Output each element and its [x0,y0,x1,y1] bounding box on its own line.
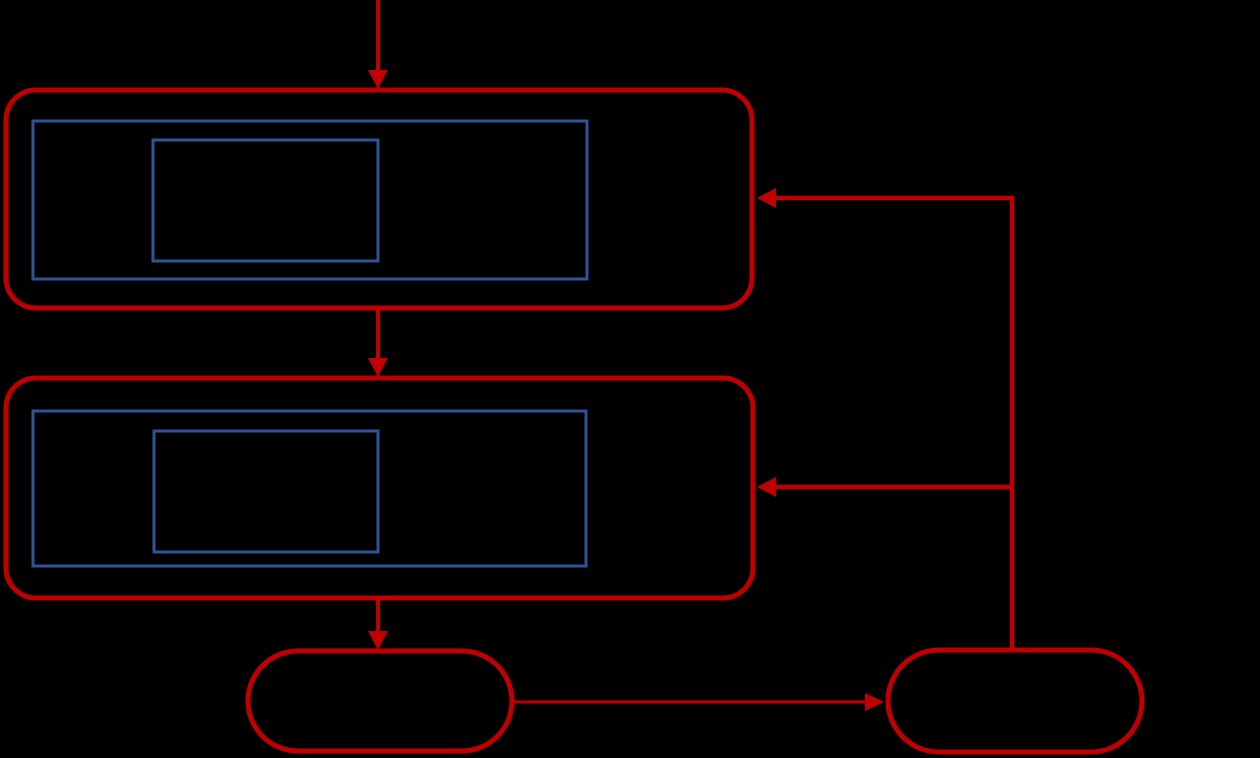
terminator-left [245,648,515,754]
feedback-to-box1-arrow-head-icon [757,188,776,208]
process-box-1 [3,87,755,311]
process-box-2 [3,375,756,601]
terminator-to-terminator-arrow-head-icon [865,693,884,711]
box2-to-terminator-arrow-head-icon [368,631,388,650]
entry-arrow [368,0,388,89]
feedback-to-box2-arrow-head-icon [757,477,776,497]
feedback-to-box1-arrow [757,188,1015,650]
process-box-2-outer-panel [31,409,588,568]
box2-to-terminator-arrow [368,600,388,650]
feedback-to-box2-arrow [757,477,1012,497]
box1-to-box2-arrow [368,310,388,377]
terminator-to-terminator-arrow [513,693,884,711]
process-box-1-outer-panel [31,119,589,281]
process-box-1-inner-panel [151,138,380,263]
feedback-to-box1-arrow-line [776,195,1015,650]
terminator-right [885,647,1145,755]
entry-arrow-head-icon [368,70,388,89]
box1-to-box2-arrow-head-icon [368,358,388,377]
process-box-2-inner-panel [152,429,380,554]
